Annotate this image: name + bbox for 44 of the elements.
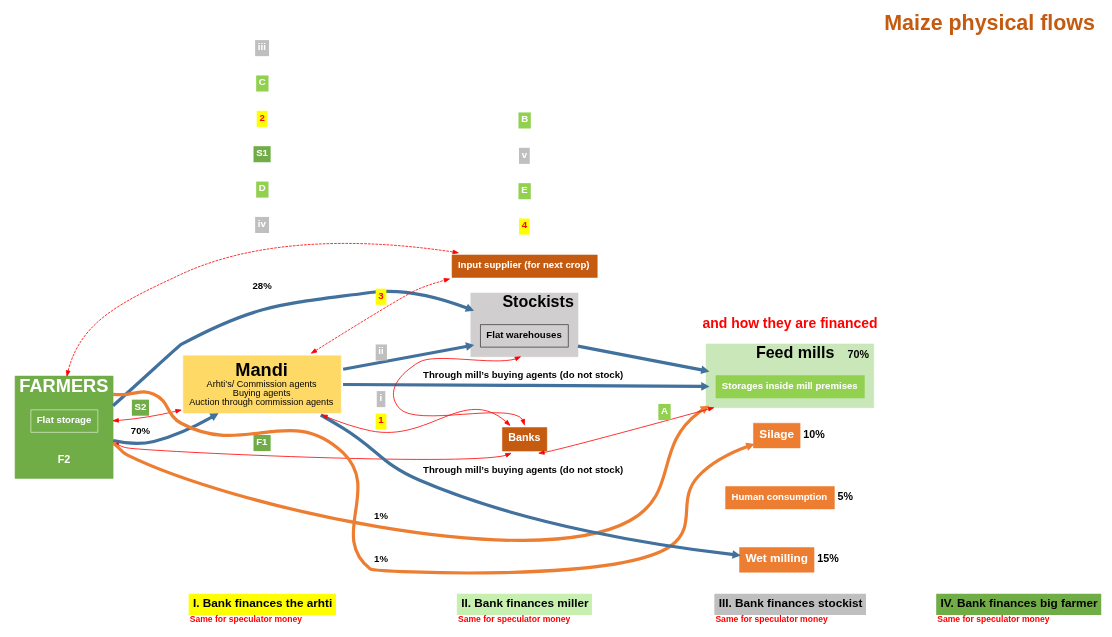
edge-label: 1% — [374, 552, 388, 564]
edge-label: ii — [378, 344, 384, 356]
node-label: 5% — [837, 489, 854, 502]
legend-label: I. Bank finances the arhti — [192, 595, 333, 609]
arrow — [393, 355, 525, 425]
label: B — [521, 112, 529, 124]
label: 2 — [259, 111, 265, 123]
label: C — [258, 75, 266, 87]
label: and how they are financed — [702, 314, 878, 331]
label: Same for speculator money — [189, 613, 303, 624]
arrow — [112, 408, 182, 423]
label: E — [521, 183, 528, 195]
label: F2 — [57, 452, 71, 465]
edge-label: Through mill’s buying agents (do not stock) — [423, 368, 624, 380]
label: 4 — [521, 218, 528, 230]
edge-label: 1% — [374, 509, 388, 521]
arrow — [310, 277, 450, 354]
edge-label: 28% — [252, 279, 272, 291]
node-label: 15% — [817, 551, 839, 564]
edge-label: A — [661, 404, 668, 416]
label: Same for speculator money — [715, 613, 828, 624]
edge-label: 1 — [378, 413, 384, 425]
label: D — [258, 181, 266, 193]
arrow — [577, 344, 710, 374]
node-label: 70% — [847, 347, 869, 360]
node-label: 10% — [803, 427, 825, 440]
label: iii — [257, 40, 266, 52]
label: v — [521, 148, 528, 160]
edge-label: 70% — [130, 424, 151, 436]
legend-label: II. Bank finances miller — [461, 595, 589, 609]
label: Same for speculator money — [937, 613, 1050, 624]
label: S1 — [256, 146, 268, 158]
label: iv — [257, 217, 266, 229]
edge-label: F1 — [256, 435, 268, 447]
edge-label: S2 — [134, 400, 147, 412]
arrow — [65, 242, 459, 376]
edge-label: Through mill’s buying agents (do not stock) — [423, 463, 624, 475]
arrow — [538, 406, 715, 455]
arrow — [343, 381, 710, 391]
edge-label: 3 — [378, 289, 384, 301]
legend-label: III. Bank finances stockist — [718, 595, 863, 609]
diagram-title: Maize physical flows — [884, 10, 1095, 35]
legend-label: IV. Bank finances big farmer — [940, 595, 1098, 609]
label: Same for speculator money — [457, 613, 571, 624]
